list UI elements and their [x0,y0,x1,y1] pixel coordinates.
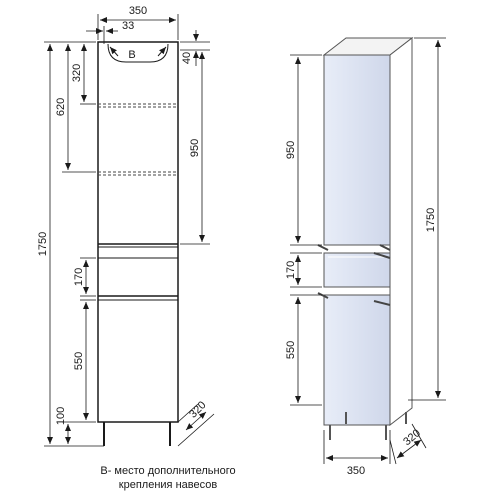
iso-lower-door-label: 550 [285,341,297,359]
caption: В- место дополнительного крепления навес… [58,464,278,492]
zone-b-label: B [128,49,135,61]
front-view: B 350 33 320 620 1750 170 [37,5,215,447]
upper-compartment-label: 620 [55,98,67,116]
iso-side-face [389,36,413,427]
top-gap-label: 40 [181,52,193,64]
iso-upper-door [323,54,391,246]
iso-view: 950 170 550 1750 350 320 [285,36,446,477]
iso-handle-drawer [373,252,391,259]
caption-line-2: крепления навесов [118,479,218,491]
iso-lower-door [323,294,391,426]
caption-line-1: В- место дополнительного [100,465,236,477]
lower-door-height-label: 550 [73,352,85,370]
zone-b-marker [107,43,169,63]
legs-height-label: 100 [55,407,67,425]
iso-width-label: 350 [347,465,365,477]
upper-door-height-label: 950 [189,139,201,157]
front-width-label: 350 [129,5,147,17]
iso-drawer-label: 170 [285,261,297,279]
front-depth-label: 320 [187,399,208,420]
front-offset-label: 33 [122,20,134,32]
iso-drawer [323,252,391,288]
top-zone-label: 320 [71,64,83,82]
iso-handle-lower [373,300,391,306]
overall-height-label: 1750 [37,232,49,256]
iso-upper-door-label: 950 [285,141,297,159]
iso-overall-label: 1750 [425,208,437,232]
iso-depth-label: 320 [401,427,423,448]
front-cabinet-body [97,41,179,423]
drawer-height-label: 170 [73,268,85,286]
iso-handle-upper [379,244,391,251]
